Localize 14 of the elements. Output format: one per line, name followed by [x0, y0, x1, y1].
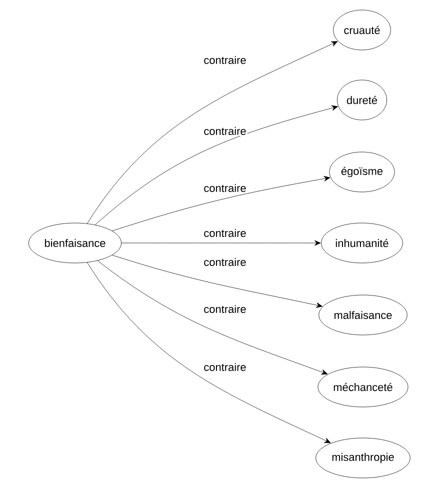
arrow [121, 240, 321, 246]
edge-label: contraire [202, 362, 248, 372]
arrow [86, 262, 331, 444]
edge-label: contraire [202, 54, 248, 66]
edge-label: contraire [202, 228, 248, 238]
edge-label: contraire [202, 126, 248, 136]
arrow [112, 176, 330, 232]
arrow [112, 254, 322, 308]
edge-label: contraire [202, 182, 248, 194]
edge-label: contraire [202, 304, 248, 314]
arrow [97, 260, 328, 375]
arrow [86, 41, 338, 224]
edge-label: contraire [202, 256, 248, 268]
arrow [95, 105, 338, 225]
